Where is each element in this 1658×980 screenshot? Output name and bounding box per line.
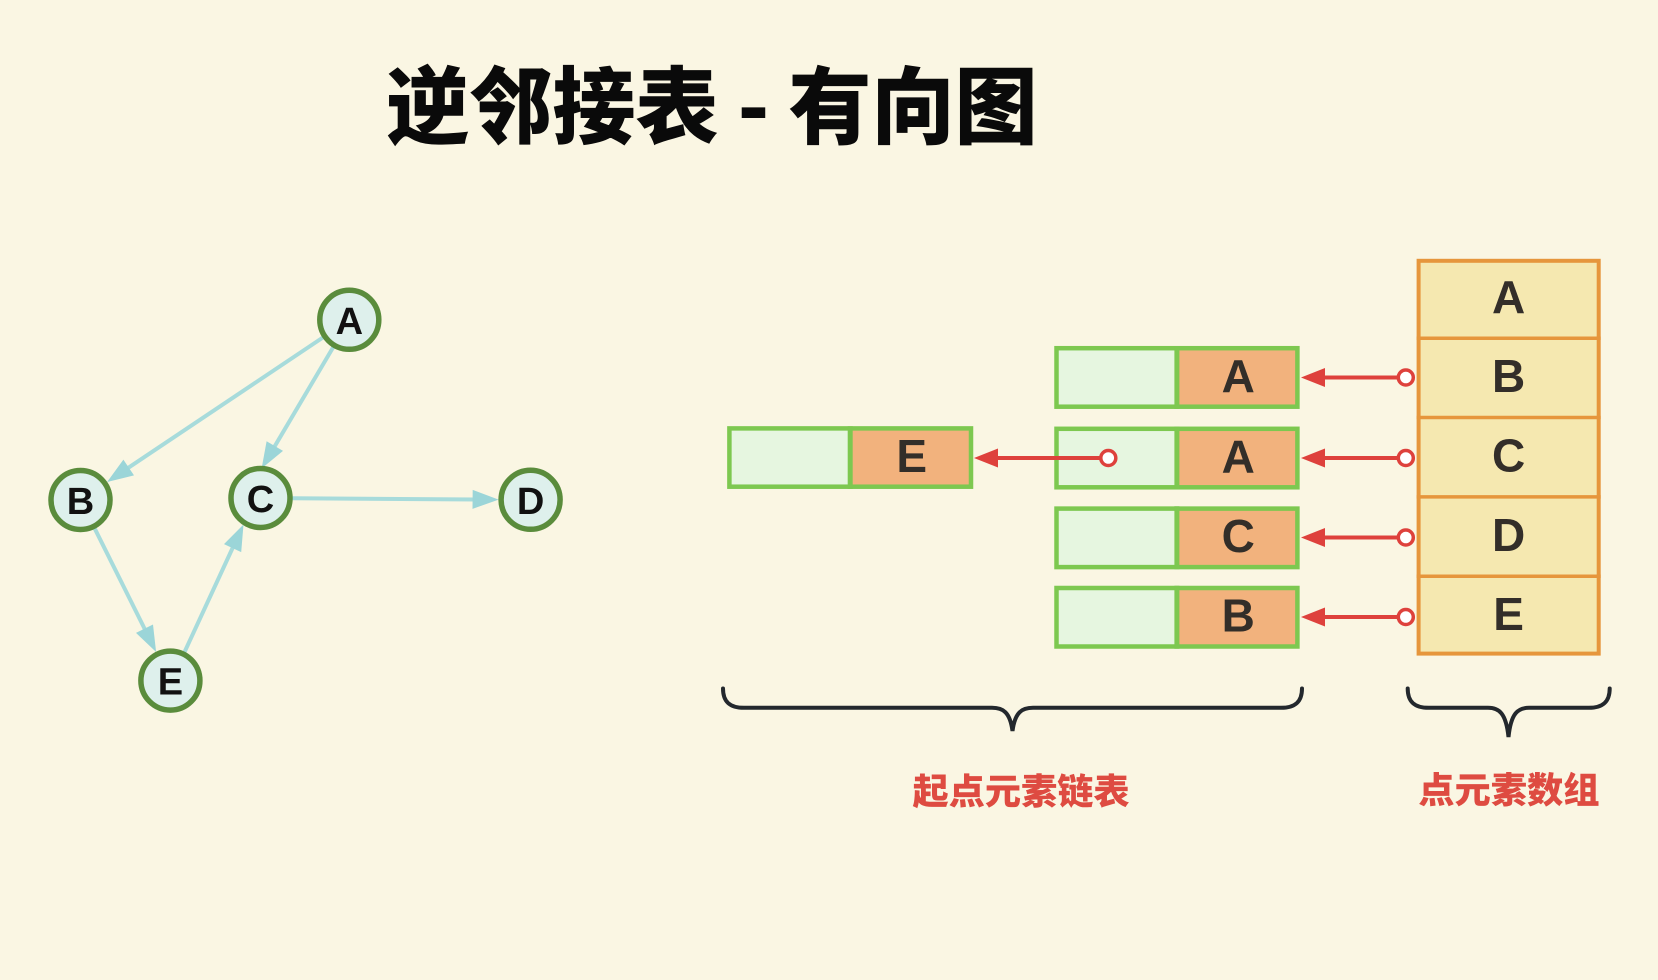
svg-text:B: B	[67, 481, 94, 523]
svg-text:E: E	[896, 430, 927, 482]
svg-text:E: E	[1493, 588, 1524, 640]
svg-text:E: E	[158, 662, 183, 704]
svg-text:A: A	[1492, 271, 1525, 323]
svg-text:D: D	[517, 481, 544, 523]
svg-text:A: A	[1222, 430, 1255, 482]
svg-text:C: C	[1492, 430, 1525, 482]
svg-text:A: A	[1222, 350, 1255, 402]
svg-text:A: A	[336, 301, 363, 343]
svg-text:C: C	[247, 479, 274, 521]
svg-text:B: B	[1492, 350, 1525, 402]
svg-text:C: C	[1222, 510, 1255, 562]
svg-text:B: B	[1222, 590, 1255, 642]
svg-text:D: D	[1492, 509, 1525, 561]
